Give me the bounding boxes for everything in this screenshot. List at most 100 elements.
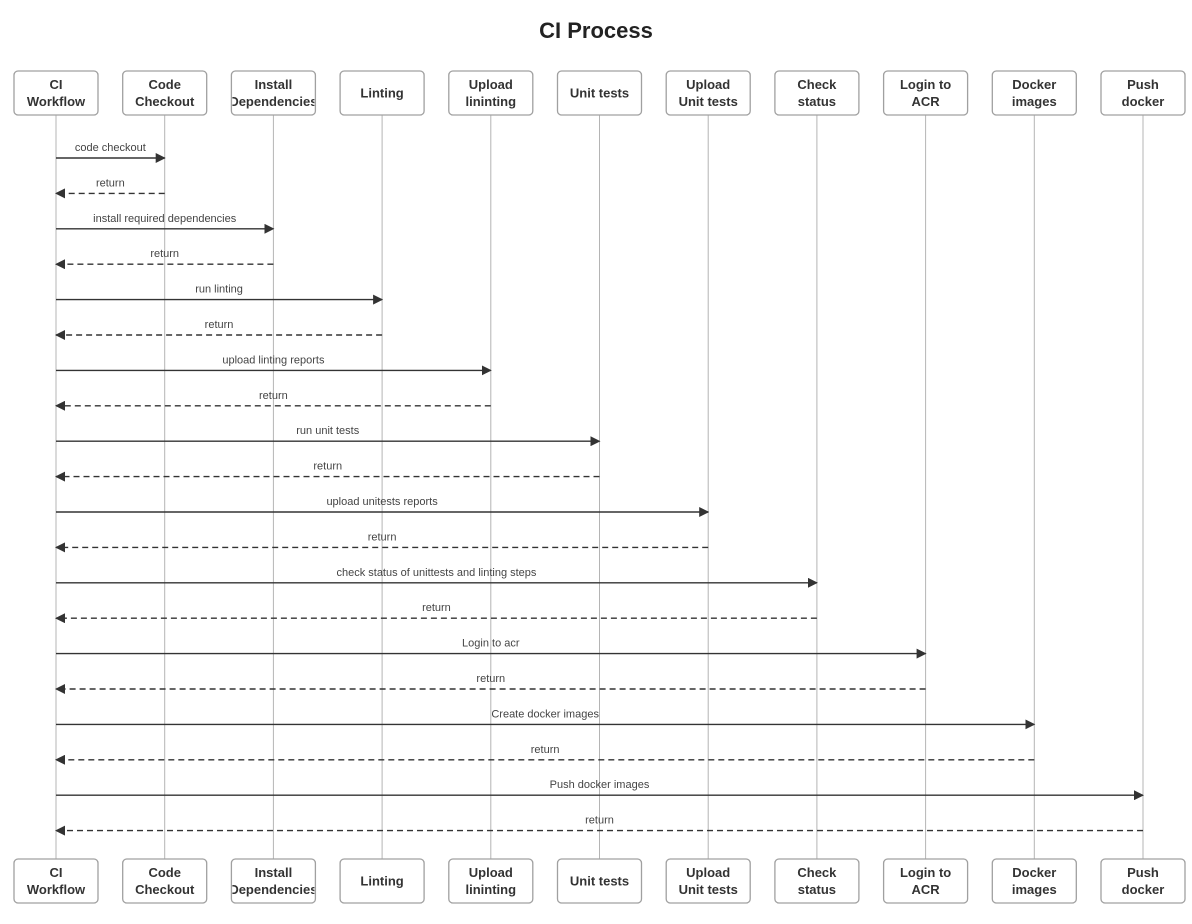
- participant-label: status: [798, 94, 836, 109]
- participant-label: status: [798, 882, 836, 897]
- message-label: upload linting reports: [222, 354, 325, 366]
- participant-box: [230, 858, 317, 904]
- message-label: return: [422, 602, 451, 614]
- participant-box: [882, 70, 969, 116]
- message-label: Push docker images: [550, 779, 650, 791]
- participant-ci-top: CI Workflow: [13, 70, 99, 116]
- message-7: upload linting reports: [56, 354, 492, 376]
- participant-label: ACR: [912, 882, 941, 897]
- participant-box: [230, 70, 317, 116]
- participant-label: Login to: [900, 865, 951, 880]
- lifelines: [55, 115, 1144, 859]
- message-2: return: [55, 177, 165, 199]
- participant-label: Dependencies: [229, 94, 317, 109]
- participant-boxes: CIWorkflowCIWorkflowCodeCheckoutCodeChec…: [13, 70, 1186, 904]
- participant-label: lininting: [466, 94, 517, 109]
- participant-label: ACR: [912, 94, 941, 109]
- participant-label: Code: [148, 77, 181, 92]
- message-label: return: [150, 248, 179, 260]
- participant-docker-images-top: Docker images: [991, 70, 1077, 116]
- participant-box: [991, 70, 1077, 116]
- participant-label: Dependencies: [229, 882, 317, 897]
- message-label: return: [205, 319, 234, 331]
- participant-label: lininting: [466, 882, 517, 897]
- participant-box: [556, 70, 643, 116]
- participant-label: Linting: [360, 874, 403, 889]
- message-label: upload unitests reports: [326, 496, 438, 508]
- message-14: return: [55, 602, 817, 624]
- participant-push-docker-bottom: Push docker: [1100, 858, 1186, 904]
- participant-label: Push: [1127, 865, 1159, 880]
- message-label: Login to acr: [462, 638, 520, 650]
- message-label: return: [476, 673, 505, 685]
- participant-label: Unit tests: [570, 86, 629, 101]
- participant-linting-top: Linting: [339, 70, 425, 116]
- participant-label: Unit tests: [679, 94, 738, 109]
- participant-box: [339, 70, 425, 116]
- participant-label: Checkout: [135, 882, 195, 897]
- message-12: return: [55, 531, 709, 553]
- message-label: return: [96, 177, 125, 189]
- participant-label: Workflow: [27, 94, 86, 109]
- message-label: return: [313, 461, 342, 473]
- message-9: run unit tests: [56, 425, 601, 447]
- message-label: return: [368, 531, 397, 543]
- participant-label: Code: [148, 865, 181, 880]
- message-label: return: [531, 744, 560, 756]
- participant-label: images: [1012, 94, 1057, 109]
- participant-box: [665, 858, 751, 904]
- participant-label: Linting: [360, 86, 403, 101]
- participant-label: Checkout: [135, 94, 195, 109]
- diagram-title: CI Process: [539, 18, 653, 43]
- participant-box: [122, 70, 208, 116]
- message-6: return: [55, 319, 383, 340]
- participant-box: [774, 858, 860, 904]
- participant-label: Upload: [469, 865, 513, 880]
- participant-box: [1100, 70, 1186, 116]
- message-10: return: [55, 461, 600, 482]
- participant-label: Upload: [469, 77, 513, 92]
- participant-unit-tests-top: Unit tests: [556, 70, 643, 116]
- message-19: Push docker images: [56, 779, 1144, 801]
- participant-label: Install: [255, 865, 293, 880]
- participant-unit-tests-bottom: Unit tests: [556, 858, 643, 904]
- participant-login-acr-bottom: Login to ACR: [882, 858, 969, 904]
- message-5: run linting: [56, 284, 384, 305]
- message-label: check status of unittests and linting st…: [336, 567, 536, 579]
- participant-box: [448, 858, 534, 904]
- participant-label: docker: [1122, 882, 1165, 897]
- participant-box: [1100, 858, 1186, 904]
- participant-box: [122, 858, 208, 904]
- message-label: install required dependencies: [93, 213, 237, 225]
- message-label: return: [585, 815, 614, 827]
- message-20: return: [55, 815, 1143, 836]
- participant-linting-bottom: Linting: [339, 858, 425, 904]
- participant-label: Upload: [686, 77, 730, 92]
- participant-label: Docker: [1012, 865, 1056, 880]
- message-8: return: [55, 390, 491, 411]
- message-17: Create docker images: [56, 708, 1036, 730]
- message-label: return: [259, 390, 288, 402]
- message-3: install required dependencies: [56, 213, 275, 234]
- participant-label: docker: [1122, 94, 1165, 109]
- participant-label: CI: [50, 77, 63, 92]
- participant-box: [665, 70, 751, 116]
- message-11: upload unitests reports: [56, 496, 710, 517]
- message-label: run unit tests: [296, 425, 359, 437]
- participant-box: [774, 70, 860, 116]
- participant-label: Unit tests: [679, 882, 738, 897]
- message-1: code checkout: [56, 142, 166, 163]
- message-label: code checkout: [75, 142, 146, 154]
- participant-label: Docker: [1012, 77, 1056, 92]
- participant-box: [13, 858, 99, 904]
- message-18: return: [55, 744, 1035, 765]
- participant-label: CI: [50, 865, 63, 880]
